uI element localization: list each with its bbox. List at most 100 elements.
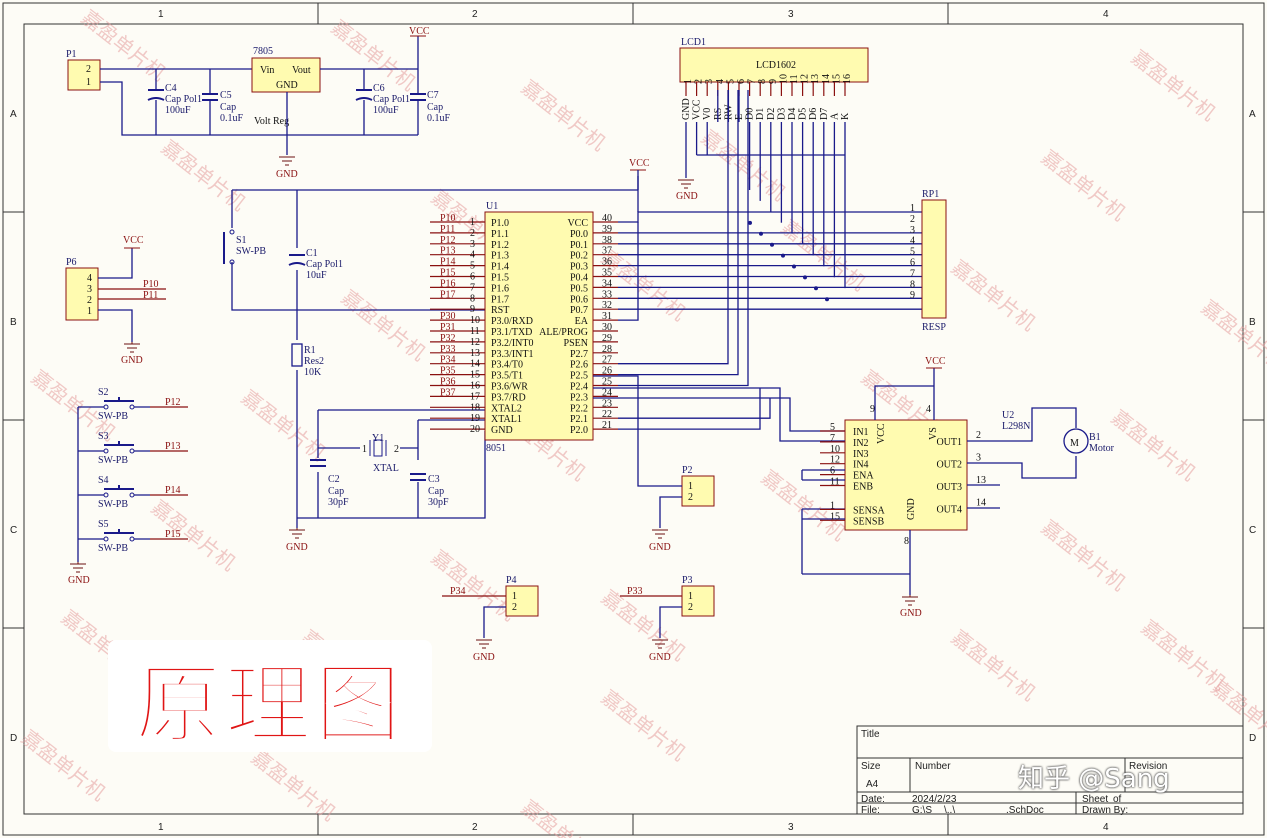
regulator-7805[interactable] [251,57,321,93]
lcd-ref: LCD1 [681,37,706,48]
tb-size-value: A4 [866,779,879,790]
gnd-label-p2: GND [649,542,671,553]
u1-pin-num-13: 13 [470,348,480,359]
b1-val: Motor [1089,443,1115,454]
tb-file-value3: .SchDoc [1006,805,1044,816]
u1-net-p33: P33 [440,344,456,355]
u2-pin-name-in2: IN2 [853,438,869,449]
u1-pin-num-36: 36 [602,257,612,268]
u2-name: L298N [1002,421,1030,432]
u2-pin4: 4 [926,404,931,415]
s3-ref: S3 [98,431,109,442]
lcd-pin-num-12: 12 [800,74,811,84]
u1-net-p10: P10 [440,213,456,224]
u1-pin-name-4: P1.3 [491,251,509,262]
u1-pin-num-10: 10 [470,315,480,326]
u1-pin-name-40: VCC [567,218,588,229]
lcd-pin-num-16: 16 [842,74,853,84]
watermark-text: 嘉盈单片机 [697,125,791,205]
vcc-label-p6: VCC [123,235,144,246]
u1-pin-name-8: P1.7 [491,294,509,305]
p6-connector[interactable] [65,267,99,321]
watermark-text: 嘉盈单片机 [947,255,1041,335]
lcd-pin-label-d3: D3 [776,108,787,120]
u1-pin-name-37: P0.2 [570,251,588,262]
row-label-b: B [10,317,17,328]
u1-pin-name-3: P1.2 [491,240,509,251]
rp1-pin-8: 8 [910,279,915,290]
tb-file-value: G:\S [912,805,932,816]
lcd-pin-label-gnd: GND [681,98,692,120]
watermark-text: 嘉盈单片机 [947,625,1041,705]
u1-net-p17: P17 [440,289,456,300]
watermark-text: 嘉盈单片机 [517,795,611,838]
s1-ref: S1 [236,235,247,246]
tb-drawn-label: Drawn By: [1082,805,1128,816]
u1-pin-num-39: 39 [602,224,612,235]
rp1-pin-2: 2 [910,214,915,225]
reg-desc: Volt Reg [254,116,289,127]
p3-connector[interactable] [681,585,715,617]
watermark-text: 嘉盈单片机 [1197,295,1267,375]
u2-vs-label: VS [928,427,939,440]
u1-pin-name-38: P0.1 [570,240,588,251]
u1-net-p15: P15 [440,268,456,279]
u2-pin-name-out3: OUT3 [936,482,962,493]
watermark-text: 嘉盈单片机 [1127,45,1221,125]
rp1-val: RESP [922,322,946,333]
y1-ref: Y1 [372,433,384,444]
button-array: GND S2SW-PBP12S3SW-PBP13S4SW-PBP14S5SW-P… [68,387,188,586]
watermark-text: 嘉盈单片机 [517,75,611,155]
u1-pin-name-10: P3.0/RXD [491,316,533,327]
rp1-ref: RP1 [922,189,939,200]
lcd-name: LCD1602 [756,60,796,71]
c2-val2: 30pF [328,497,349,508]
u1-pin-num-21: 21 [602,420,612,431]
lcd-pin-label-d7: D7 [819,108,830,120]
rp1-pin-5: 5 [910,247,915,258]
lcd-pin-label-d1: D1 [755,108,766,120]
s1-val: SW-PB [236,246,266,257]
u2-pin8: 8 [904,536,909,547]
lcd1602[interactable]: LCD1 LCD1602 1GND2VCC3V04RS5RW6E7D08D19D… [676,37,869,289]
watermark-text: 嘉盈单片机 [1037,145,1131,225]
p1-ref: P1 [66,49,77,60]
u2-pin-num-12: 12 [830,455,840,466]
p6-section: P6 4 3 2 1 P10 P11 VCC GND [65,235,166,366]
p2-pin1: 1 [688,481,693,492]
lcd-pin-label-d6: D6 [808,108,819,120]
lcd-pin-label-k: K [840,112,851,120]
u1-pin-name-26: P2.5 [570,371,588,382]
u1-pin-name-31: EA [575,316,589,327]
u1-pin-name-17: P3.7/RD [491,392,526,403]
p6-pin4: 4 [87,273,92,284]
p1-connector[interactable] [67,59,101,91]
u2-pin-num-5: 5 [830,422,835,433]
u1-pin-num-34: 34 [602,278,612,289]
col-label-3: 3 [788,9,794,20]
c5-val1: Cap [220,102,236,113]
lcd-pin-num-8: 8 [757,79,768,84]
p3-ref: P3 [682,575,693,586]
rp1-pin-3: 3 [910,225,915,236]
u1-pin-name-5: P1.4 [491,262,509,273]
u1-pin-name-12: P3.2/INT0 [491,338,534,349]
u1-pin-num-16: 16 [470,381,480,392]
u1-pin-name-39: P0.0 [570,229,588,240]
u1-pin-num-1: 1 [470,217,475,228]
c3-val1: Cap [428,486,444,497]
driver-l298n[interactable]: U2 L298N VCC VS GND 9 4 8 VCC GND M B1 M… [593,356,1115,619]
p4-connector[interactable] [505,585,539,617]
lcd-pin-num-9: 9 [768,79,779,84]
c1-val2: 10uF [306,270,327,281]
u1-pin-num-14: 14 [470,359,480,370]
u2-pin-num-14: 14 [976,498,986,509]
vcc-label-top: VCC [409,26,430,37]
u1-pin-num-40: 40 [602,213,612,224]
u2-pin-name-in4: IN4 [853,460,869,471]
b1-ref: B1 [1089,432,1101,443]
p2-connector[interactable] [681,475,715,507]
r1-val2: 10K [304,367,322,378]
